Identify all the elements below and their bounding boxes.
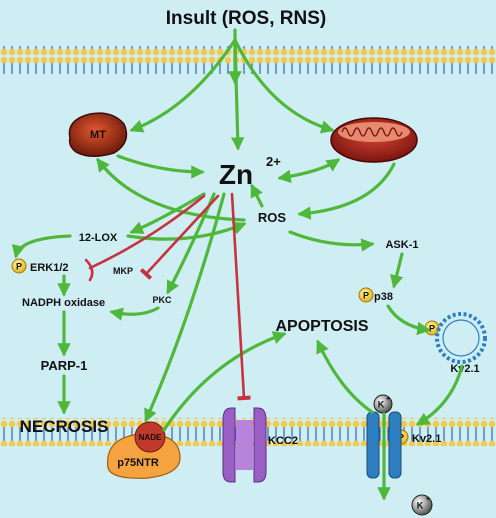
nadph-label: NADPH oxidase <box>22 297 105 309</box>
top-membrane <box>0 46 496 74</box>
p38-label: p38 <box>374 291 393 303</box>
nade-label: NADE <box>139 433 162 442</box>
zinc-charge: 2+ <box>266 154 281 169</box>
ask1-label: ASK-1 <box>385 239 418 251</box>
svg-text:K: K <box>417 501 424 511</box>
kv21-vesicle <box>435 312 487 364</box>
svg-text:P: P <box>16 262 22 272</box>
inhibition-lines <box>84 192 251 401</box>
arrow-p75-to-apoptosis <box>162 331 287 432</box>
svg-text:P: P <box>363 291 369 301</box>
arrow-mito-to-ros <box>297 162 396 220</box>
kcc2-transporter <box>222 407 267 483</box>
mitochondrion-icon <box>330 117 418 163</box>
svg-text:P: P <box>429 324 435 334</box>
apoptosis-label: APOPTOSIS <box>275 318 368 335</box>
arrow-insult-to-mito <box>233 38 335 134</box>
inhibit-zinc-mkp <box>139 194 220 280</box>
arrow-ask1-to-p38 <box>390 252 404 289</box>
inhibit-zinc-erk <box>88 194 206 270</box>
arrow-mt-to-zinc <box>116 154 205 179</box>
zinc-label: Zn <box>219 159 253 190</box>
inhibit-zinc-kcc2 <box>230 192 251 401</box>
pkc-label: PKC <box>152 295 172 305</box>
mt-node: MT <box>68 112 128 157</box>
arrow-pkc-to-nadph <box>109 306 160 321</box>
erk-inhibition-bar <box>84 258 94 282</box>
mkp-label: MKP <box>113 266 133 276</box>
arrow-lox-to-ros <box>126 221 247 241</box>
kv21-channel <box>366 411 402 479</box>
necrosis-label: NECROSIS <box>20 417 109 436</box>
svg-text:+: + <box>426 496 430 503</box>
k-ion-inside: K + <box>373 394 393 414</box>
kcc2-label: KCC2 <box>268 435 298 447</box>
arrow-ros-to-zinc <box>250 183 264 208</box>
parp-label: PARP-1 <box>41 358 88 373</box>
ros-label: ROS <box>258 210 287 225</box>
vesicle-phospho-badge: P <box>424 320 440 336</box>
p75ntr-label: p75NTR <box>117 457 159 469</box>
kv21-channel-label: Kv2.1 <box>412 433 441 445</box>
arrow-channel-to-apoptosis <box>316 339 374 414</box>
arrow-zinc-mito <box>277 158 341 184</box>
insult-title: Insult (ROS, RNS) <box>166 8 326 29</box>
arrow-insult-to-mt <box>129 38 237 133</box>
arrow-zinc-to-p75 <box>144 192 226 423</box>
arrow-ros-to-ask1 <box>288 230 375 252</box>
mt-label: MT <box>90 129 106 141</box>
kv21-vesicle-label: Kv2.1 <box>450 363 479 375</box>
arrow-insult-to-zinc <box>230 38 245 151</box>
lox-label: 12-LOX <box>79 232 118 244</box>
erk-phospho-badge: P <box>11 258 27 274</box>
arrow-p38-to-vesicle <box>386 304 431 336</box>
k-ion-outside: K + <box>411 494 433 516</box>
arrow-ros-to-mt <box>96 157 246 222</box>
activation-arrows <box>11 28 464 501</box>
p75ntr-receptor: p75NTR NADE <box>107 421 181 479</box>
erk-label: ERK1/2 <box>30 262 69 274</box>
svg-text:K: K <box>378 400 385 410</box>
arrow-zinc-to-lox <box>129 192 206 234</box>
arrow-lox-to-erk <box>11 234 72 259</box>
p38-phospho-badge: P <box>358 287 374 303</box>
svg-text:+: + <box>386 396 390 403</box>
arrow-vesicle-to-channel <box>415 364 464 426</box>
